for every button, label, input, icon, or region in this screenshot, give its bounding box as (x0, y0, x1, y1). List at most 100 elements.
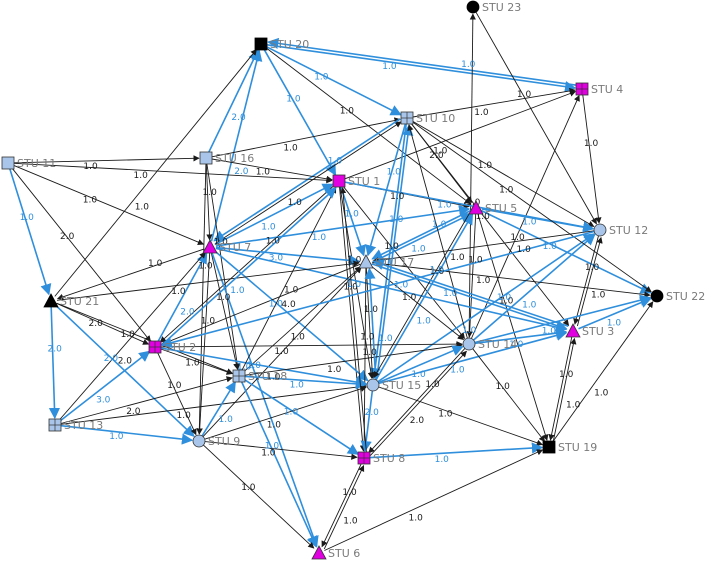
edge-stu-9-to-stu-17 (202, 266, 362, 437)
node-stu-8[interactable]: STU 8 (357, 451, 405, 465)
edge-weight-label: 1.0 (363, 348, 378, 358)
edge-stu-18-to-stu-8 (243, 378, 360, 455)
node-stu-1[interactable]: STU 1 (332, 174, 380, 188)
edge-weight-label: 1.0 (476, 212, 491, 222)
edge-weight-label: 1.0 (543, 242, 558, 252)
node-stu-23[interactable]: STU 23 (466, 0, 521, 14)
node-stu-21[interactable]: STU 21 (43, 293, 99, 308)
edge-weight-label: 4.0 (281, 300, 296, 310)
edge-stu-8-to-stu-1 (339, 187, 367, 452)
node-shape-square (332, 174, 346, 188)
edge-weight-label: 1.0 (121, 330, 136, 340)
edge-weight-label: 1.0 (499, 296, 514, 306)
edge-stu-6-to-stu-19 (324, 449, 544, 551)
edge-stu-7-to-stu-9 (196, 252, 211, 435)
node-stu-14[interactable]: STU 14 (462, 337, 517, 351)
node-stu-13[interactable]: STU 13 (48, 418, 103, 432)
edge-weight-label: 1.0 (438, 409, 453, 419)
node-stu-9[interactable]: STU 9 (192, 434, 240, 448)
node-stu-5[interactable]: STU 5 (468, 200, 517, 215)
edge-stu-13-to-stu-9 (60, 424, 194, 445)
edge-stu-15-to-stu-3 (378, 330, 568, 385)
node-shape-circle (593, 223, 607, 237)
edge-weight-label: 1.0 (247, 361, 262, 371)
edge-stu-3-to-stu-17 (372, 259, 569, 328)
edge-stu-18-to-stu-14 (244, 342, 463, 376)
edge-stu-10-to-stu-7 (213, 118, 401, 242)
node-stu-18[interactable]: STU 18 (232, 369, 287, 383)
edge-weight-label: 3.0 (96, 395, 111, 405)
edge-stu-4-to-stu-12 (582, 94, 602, 224)
node-stu-12[interactable]: STU 12 (593, 223, 648, 237)
edge-stu-5-to-stu-15 (373, 211, 471, 378)
edge-weight-label: 1.0 (20, 213, 35, 223)
node-stu-4[interactable]: STU 4 (575, 82, 623, 96)
edge-weight-label: 1.0 (342, 488, 357, 498)
edge-weight-label: 1.0 (430, 267, 445, 277)
node-shape-circle (466, 0, 480, 14)
edge-weight-label: 1.0 (230, 286, 245, 296)
node-stu-3[interactable]: STU 3 (565, 323, 614, 338)
edge-stu-1-to-stu-4 (344, 90, 577, 180)
edge-stu-15-to-stu-17 (364, 267, 377, 379)
edge-weight-label: 1.0 (177, 411, 192, 421)
edge-weight-label: 1.0 (288, 198, 303, 208)
node-stu-7[interactable]: STU 7 (202, 239, 251, 254)
edge-weight-label: 1.0 (402, 293, 417, 303)
node-stu-11[interactable]: STU 11 (1, 156, 56, 170)
edge-stu-16-to-stu-18 (206, 163, 241, 370)
edge-weight-label: 1.0 (496, 382, 511, 392)
edge-stu-14-to-stu-22 (474, 294, 652, 344)
edge-weight-label: 1.0 (360, 332, 375, 342)
edge-stu-8-to-stu-19 (369, 442, 544, 459)
edge-weight-label: 1.0 (135, 203, 150, 213)
edge-stu-1-to-stu-2 (159, 184, 335, 343)
edge-weight-label: 1.0 (216, 293, 231, 303)
edge-stu-8-to-stu-14 (369, 350, 467, 456)
node-shape-triangle (468, 200, 484, 215)
node-stu-2[interactable]: STU 2 (148, 340, 196, 354)
node-stu-6[interactable]: STU 6 (311, 545, 360, 560)
edge-stu-8-to-stu-6 (321, 463, 362, 548)
node-shape-square (199, 151, 213, 165)
node-stu-19[interactable]: STU 19 (542, 440, 597, 454)
node-label: STU 6 (328, 547, 360, 560)
node-stu-10[interactable]: STU 10 (400, 111, 455, 125)
edge-weight-label: 2.0 (365, 408, 380, 418)
edge-stu-2-to-stu-14 (160, 341, 463, 348)
node-label: STU 20 (270, 38, 309, 51)
node-stu-20[interactable]: STU 20 (254, 37, 309, 51)
node-stu-15[interactable]: STU 15 (366, 378, 421, 392)
edge-weight-label: 1.0 (450, 365, 465, 375)
node-label: STU 1 (348, 175, 380, 188)
node-stu-16[interactable]: STU 16 (199, 151, 254, 165)
edge-stu-13-to-stu-2 (59, 350, 151, 422)
edge-stu-7-to-stu-5 (215, 204, 471, 247)
edge-stu-9-to-stu-15 (204, 385, 367, 440)
edge-weight-label: 1.0 (266, 372, 281, 382)
edge-stu-23-to-stu-12 (475, 11, 597, 225)
edge-weight-label: 1.0 (378, 334, 393, 344)
edge-weight-label: 1.0 (198, 261, 213, 271)
edge-stu-7-to-stu-10 (214, 121, 402, 245)
edge-weight-label: 2.0 (89, 319, 104, 329)
edge-stu-5-to-stu-17 (371, 209, 471, 260)
edge-weight-label: 1.0 (109, 432, 124, 442)
edge-weight-label: 1.0 (385, 242, 400, 252)
edge-weight-label: 1.0 (261, 222, 276, 232)
edge-weight-label: 1.0 (409, 513, 424, 523)
edge-stu-11-to-stu-16 (13, 155, 200, 164)
edge-weight-label: 1.0 (466, 198, 481, 208)
edge-weight-label: 1.0 (443, 289, 458, 299)
edge-weight-label: 1.0 (607, 318, 622, 328)
node-shape-triangle (565, 323, 581, 338)
node-stu-17[interactable]: STU 17 (358, 254, 414, 269)
node-label: STU 21 (60, 295, 99, 308)
edge-weight-label: 1.0 (394, 281, 409, 291)
node-label: STU 18 (248, 370, 287, 383)
edge-weight-label: 1.0 (510, 233, 525, 243)
node-stu-22[interactable]: STU 22 (650, 289, 705, 303)
edge-weight-label: 2.0 (410, 416, 425, 426)
edge-stu-16-to-stu-10 (211, 117, 401, 158)
edge-stu-7-to-stu-3 (215, 247, 568, 333)
